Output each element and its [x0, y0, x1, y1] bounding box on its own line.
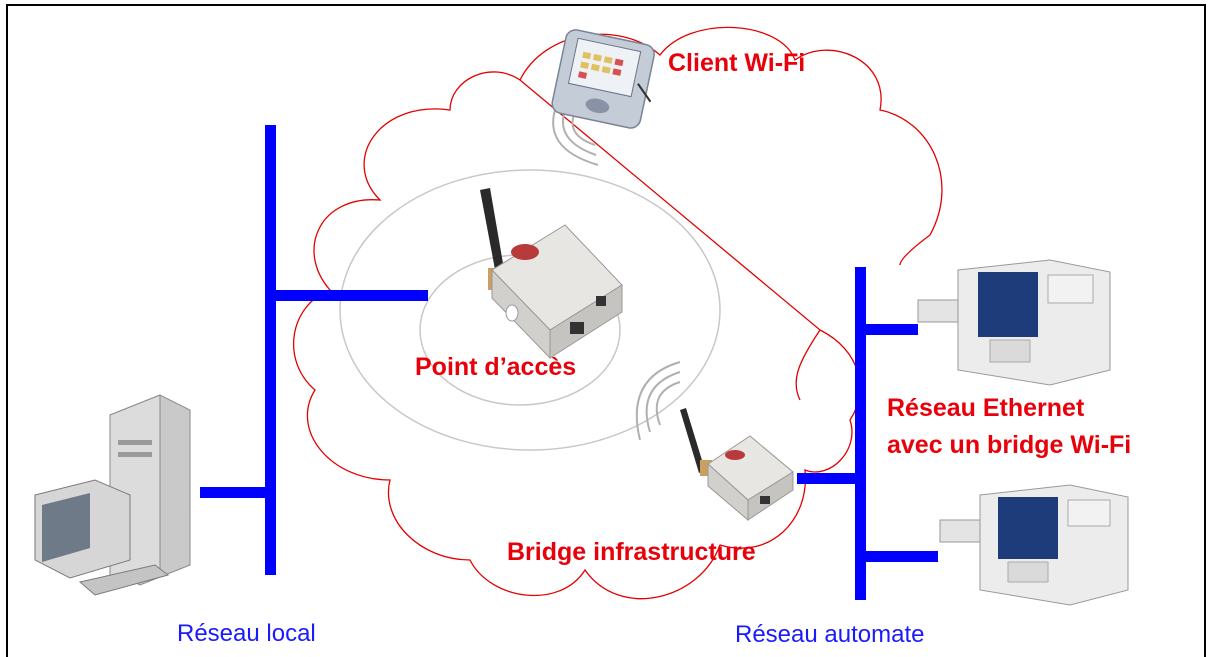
machine-tool-icon-2: [939, 484, 1129, 606]
local-network-label: Réseau local: [177, 620, 316, 647]
bridge-infrastructure-label: Bridge infrastructure: [507, 538, 756, 566]
ethernet-bridge-label-line1: Réseau Ethernet: [887, 394, 1085, 422]
computer-icon: [34, 394, 191, 596]
automate-bus: [855, 267, 866, 600]
machine2-link: [860, 551, 938, 562]
bridge-signal-arcs: [635, 361, 681, 441]
diagram-frame: [6, 4, 1206, 657]
ap-link: [270, 290, 428, 301]
network-buses: [200, 125, 938, 600]
access-point-label: Point d’accès: [415, 353, 577, 381]
automate-network-label: Réseau automate: [735, 621, 925, 648]
access-point-icon: [480, 188, 623, 360]
ethernet-bridge-label-line2: avec un bridge Wi-Fi: [887, 431, 1132, 459]
bridge-icon: [680, 408, 794, 522]
machine1-link: [860, 324, 918, 335]
local-bus: [265, 125, 276, 575]
bridge-link: [797, 473, 857, 484]
machine-tool-icon-1: [917, 259, 1111, 386]
pda-icon: [551, 29, 655, 129]
ap-coverage-outer: [339, 169, 721, 451]
client-wifi-label: Client Wi-Fi: [668, 49, 806, 77]
cloud-inner-arc: [795, 329, 821, 401]
wifi-coverage-cloud: [293, 26, 943, 600]
pc-link: [200, 487, 270, 498]
